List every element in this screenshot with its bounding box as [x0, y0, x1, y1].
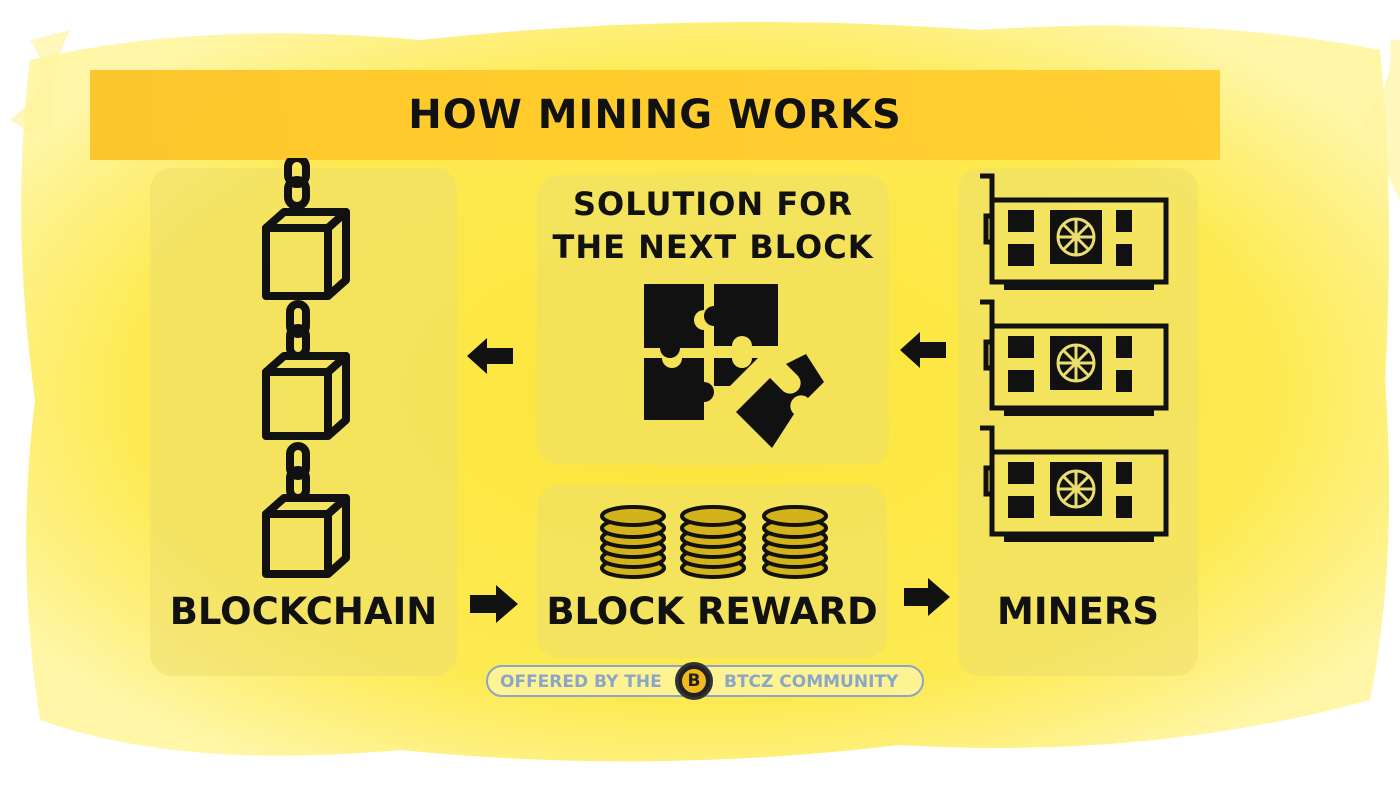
page-title: HOW MINING WORKS — [408, 92, 902, 138]
blockchain-panel — [150, 168, 457, 676]
blockchain-label: BLOCKCHAIN — [169, 590, 438, 633]
blockchain-chain-icon — [262, 158, 350, 578]
arrow-icon — [467, 338, 513, 374]
puzzle-icon — [644, 284, 824, 448]
btcz-logo-icon: B — [675, 662, 713, 700]
block-reward-label: BLOCK REWARD — [546, 590, 878, 633]
graphics-card-icon — [980, 299, 1169, 416]
solution-title-line2: THE NEXT BLOCK — [552, 228, 874, 266]
badge-right-text: BTCZ COMMUNITY — [724, 672, 899, 692]
graphics-card-icon — [980, 425, 1169, 542]
badge-left-text: OFFERED BY THE — [500, 672, 662, 692]
coin-stack-icon — [600, 505, 828, 579]
arrow-icon — [904, 578, 950, 616]
graphics-card-icon — [980, 173, 1169, 290]
solution-title-line1: SOLUTION FOR — [572, 185, 854, 223]
arrow-icon — [900, 332, 946, 368]
btcz-logo-letter: B — [682, 669, 706, 693]
arrow-icon — [470, 585, 518, 623]
miners-label: MINERS — [997, 590, 1159, 633]
title-band: HOW MINING WORKS — [90, 70, 1220, 160]
